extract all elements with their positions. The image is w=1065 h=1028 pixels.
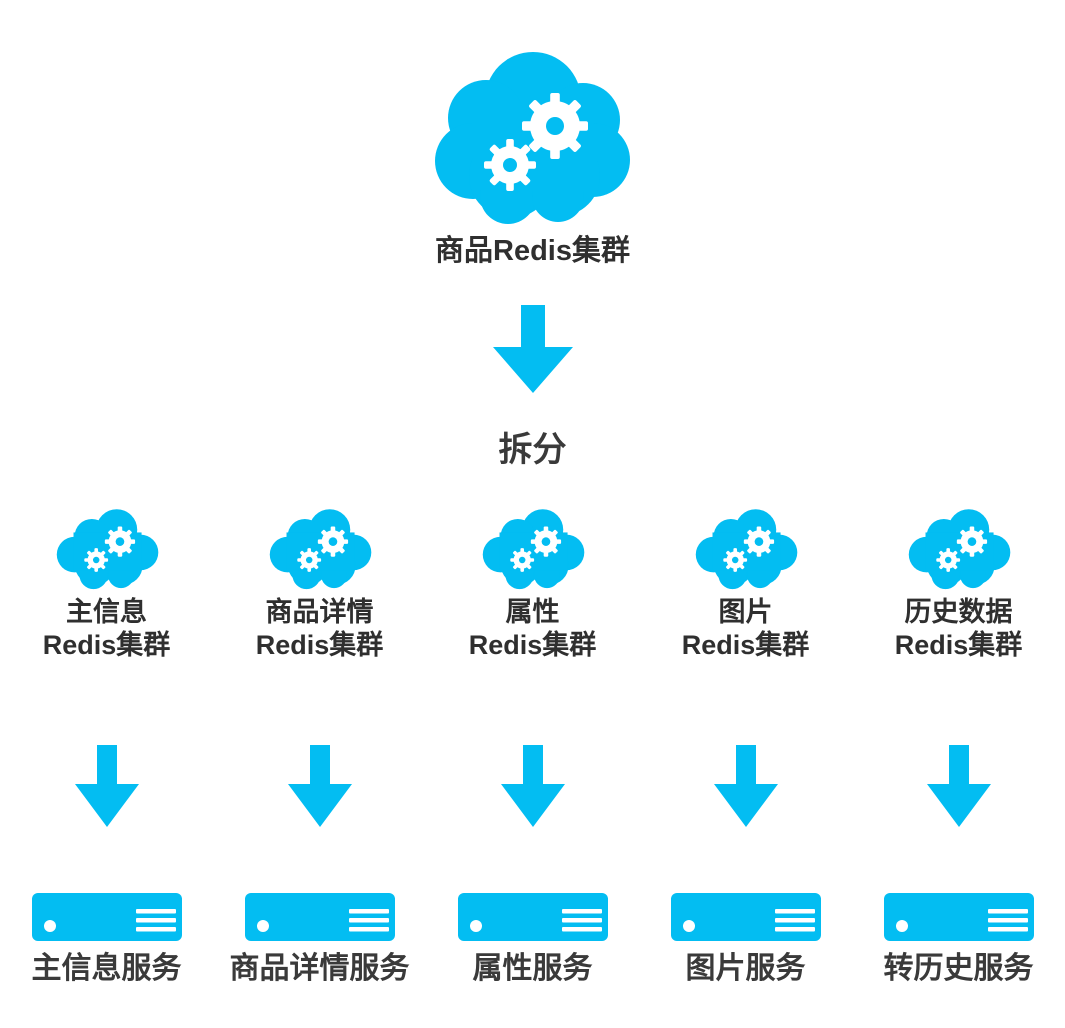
cloud-gears-icon — [482, 509, 584, 590]
service-row: 主信息服务 商品详情服务 属性服务 — [0, 893, 1065, 985]
service-arrow-row — [0, 745, 1065, 827]
cluster-type: Redis集群 — [42, 629, 171, 660]
arrow-down-icon — [287, 745, 352, 827]
service-label: 图片服务 — [685, 952, 806, 985]
cloud-gears-icon — [434, 52, 630, 224]
service-node-1: 商品详情服务 — [213, 893, 426, 985]
split-label: 拆分 — [498, 431, 567, 469]
split-arrow — [0, 305, 1065, 393]
cloud-gears-icon — [269, 509, 371, 590]
cluster-type: Redis集群 — [681, 629, 810, 660]
cluster-type: Redis集群 — [894, 629, 1023, 660]
cluster-name: 主信息 — [66, 597, 147, 627]
cluster-name: 属性 — [505, 597, 560, 627]
arrow-down-icon — [926, 745, 991, 827]
service-arrow-1 — [213, 745, 426, 827]
service-label: 转历史服务 — [883, 952, 1034, 985]
service-node-4: 转历史服务 — [852, 893, 1065, 985]
service-arrow-2 — [426, 745, 639, 827]
cluster-type: Redis集群 — [255, 629, 384, 660]
cloud-gears-icon — [908, 509, 1010, 590]
arrow-down-icon — [492, 305, 573, 393]
service-node-0: 主信息服务 — [0, 893, 213, 985]
service-arrow-4 — [852, 745, 1065, 827]
cluster-type: Redis集群 — [468, 629, 597, 660]
cloud-gears-icon — [56, 509, 158, 590]
arrow-down-icon — [713, 745, 778, 827]
service-label: 主信息服务 — [31, 952, 182, 985]
service-arrow-0 — [0, 745, 213, 827]
server-icon — [244, 893, 395, 941]
cloud-gears-icon — [695, 509, 797, 590]
top-cluster-node: 商品Redis集群 — [0, 48, 1065, 268]
cluster-name: 历史数据 — [904, 597, 1013, 627]
service-arrow-3 — [639, 745, 852, 827]
server-icon — [883, 893, 1034, 941]
arrow-down-icon — [500, 745, 565, 827]
server-icon — [670, 893, 821, 941]
arrow-down-icon — [74, 745, 139, 827]
service-node-3: 图片服务 — [639, 893, 852, 985]
cluster-name: 图片 — [718, 597, 773, 627]
server-icon — [31, 893, 182, 941]
cluster-name: 商品详情 — [265, 597, 374, 627]
service-label: 属性服务 — [472, 952, 593, 985]
service-label: 商品详情服务 — [229, 952, 410, 985]
server-icon — [457, 893, 608, 941]
service-node-2: 属性服务 — [426, 893, 639, 985]
top-cluster-label: 商品Redis集群 — [435, 235, 630, 267]
